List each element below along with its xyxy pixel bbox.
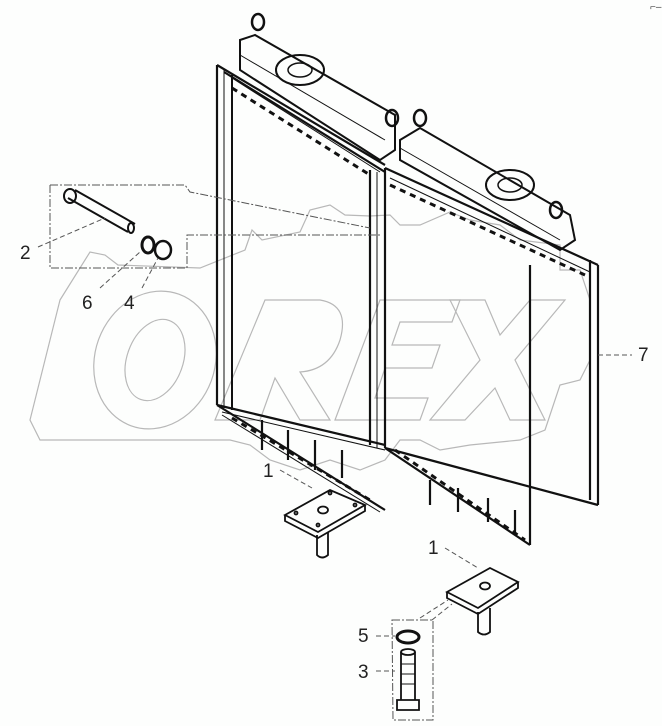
- callout-7: 7: [638, 345, 649, 366]
- radiator-right-core: [384, 108, 600, 546]
- bolt-3: [396, 648, 420, 711]
- nut-4: [153, 239, 173, 261]
- callout-1-right: 1: [428, 538, 439, 559]
- callout-6: 6: [82, 293, 93, 314]
- seal-ring-5: [395, 629, 421, 645]
- seal-bolt-detail: [391, 619, 434, 721]
- fastener-detail-box: [49, 184, 380, 269]
- orex-watermark: [29, 204, 591, 471]
- bolt-2: [63, 188, 136, 234]
- callout-3: 3: [358, 662, 369, 683]
- callout-5: 5: [358, 626, 369, 647]
- mounting-bracket-1b: [445, 566, 520, 636]
- callout-2: 2: [20, 243, 31, 264]
- washer-6: [140, 235, 156, 255]
- callout-4: 4: [124, 293, 135, 314]
- callout-1-left: 1: [263, 461, 274, 482]
- radiator-left-core: [215, 12, 400, 513]
- mounting-bracket-1a: [283, 488, 368, 559]
- corner-mark: ⌐–: [650, 2, 662, 13]
- leader-lines: [37, 217, 632, 672]
